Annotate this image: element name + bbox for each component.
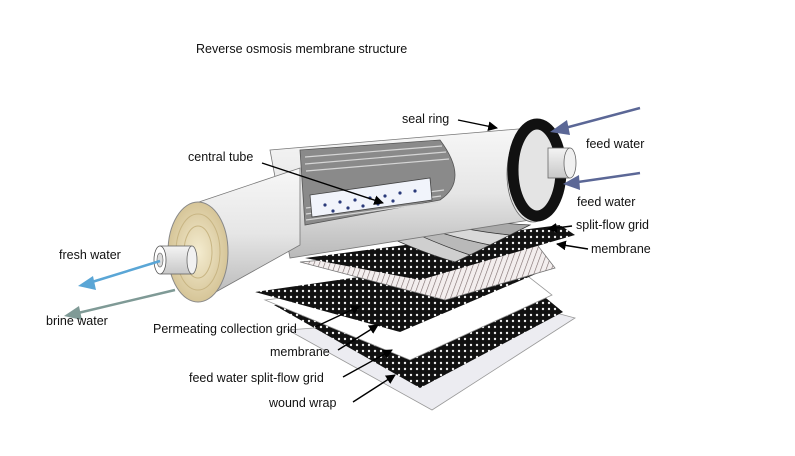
label-membrane-right: membrane — [591, 242, 651, 256]
label-split-flow-grid: split-flow grid — [576, 218, 649, 232]
fresh-water-arrow — [78, 259, 161, 290]
product-outlet — [153, 245, 198, 275]
label-feed-water-top: feed water — [586, 137, 645, 151]
label-feed-water-bottom: feed water — [577, 195, 636, 209]
leader-central-tube — [261, 162, 384, 205]
leader-membrane-right — [556, 240, 589, 251]
feed-nozzle — [547, 147, 577, 179]
leader-feed-split-grid — [342, 349, 393, 378]
leader-membrane-left — [337, 324, 379, 351]
feed-water-arrow-bottom — [563, 171, 641, 190]
leader-permeating-grid — [314, 305, 361, 328]
label-wound-wrap: wound wrap — [269, 396, 337, 410]
label-permeating-collection-grid: Permeating collection grid — [153, 322, 297, 336]
label-fresh-water: fresh water — [59, 248, 121, 262]
leader-split-flow-grid — [547, 223, 573, 233]
label-central-tube: central tube — [188, 150, 254, 164]
diagram-title: Reverse osmosis membrane structure — [196, 42, 408, 56]
label-feed-water-split-flow-grid: feed water split-flow grid — [189, 371, 324, 385]
brine-water-arrow — [64, 288, 176, 320]
leader-lines — [261, 119, 589, 403]
label-brine-water: brine water — [46, 314, 108, 328]
label-seal-ring: seal ring — [402, 112, 450, 126]
label-membrane-left: membrane — [270, 345, 330, 359]
feed-water-arrow-top — [550, 106, 641, 135]
leader-seal-ring — [457, 119, 498, 132]
leader-wound-wrap — [352, 374, 396, 403]
